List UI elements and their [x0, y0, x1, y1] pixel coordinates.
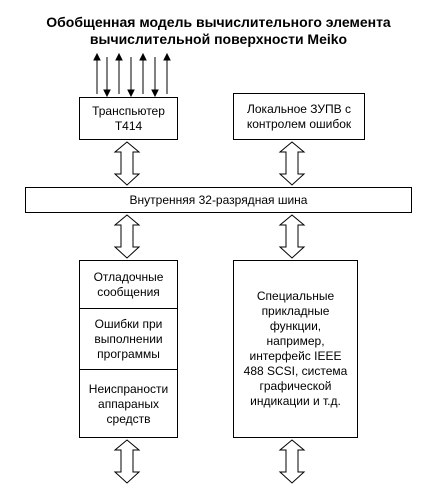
diagram-title-line1: Обобщенная модель вычислительного элемен… — [46, 14, 391, 30]
input-arrows — [93, 52, 171, 98]
diagram-title-line2: вычислительной поверхности Meiko — [89, 31, 348, 47]
internal-bus-box: Внутренняя 32-разрядная шина — [25, 187, 412, 213]
left-stack-box: Отладочные сообщения Ошибки при выполнен… — [79, 260, 178, 438]
debug-messages-cell: Отладочные сообщения — [93, 269, 164, 299]
double-arrow-left-out — [113, 439, 141, 484]
local-memory-box: Локальное ЗУПВ с контролем ошибок — [233, 93, 365, 140]
transputer-box: Транспьютер Т414 — [79, 97, 178, 140]
double-arrow-bus-left — [113, 214, 141, 259]
double-arrow-bus-right — [278, 214, 306, 259]
hardware-faults-cell: Неиспраности аппараных средств — [80, 369, 177, 438]
runtime-errors-cell: Ошибки при выполнении программы — [80, 308, 177, 370]
double-arrow-transputer-bus — [113, 141, 141, 186]
double-arrow-memory-bus — [278, 141, 306, 186]
special-functions-box: Специальные прикладные функции, например… — [233, 260, 358, 438]
double-arrow-right-out — [278, 439, 306, 484]
